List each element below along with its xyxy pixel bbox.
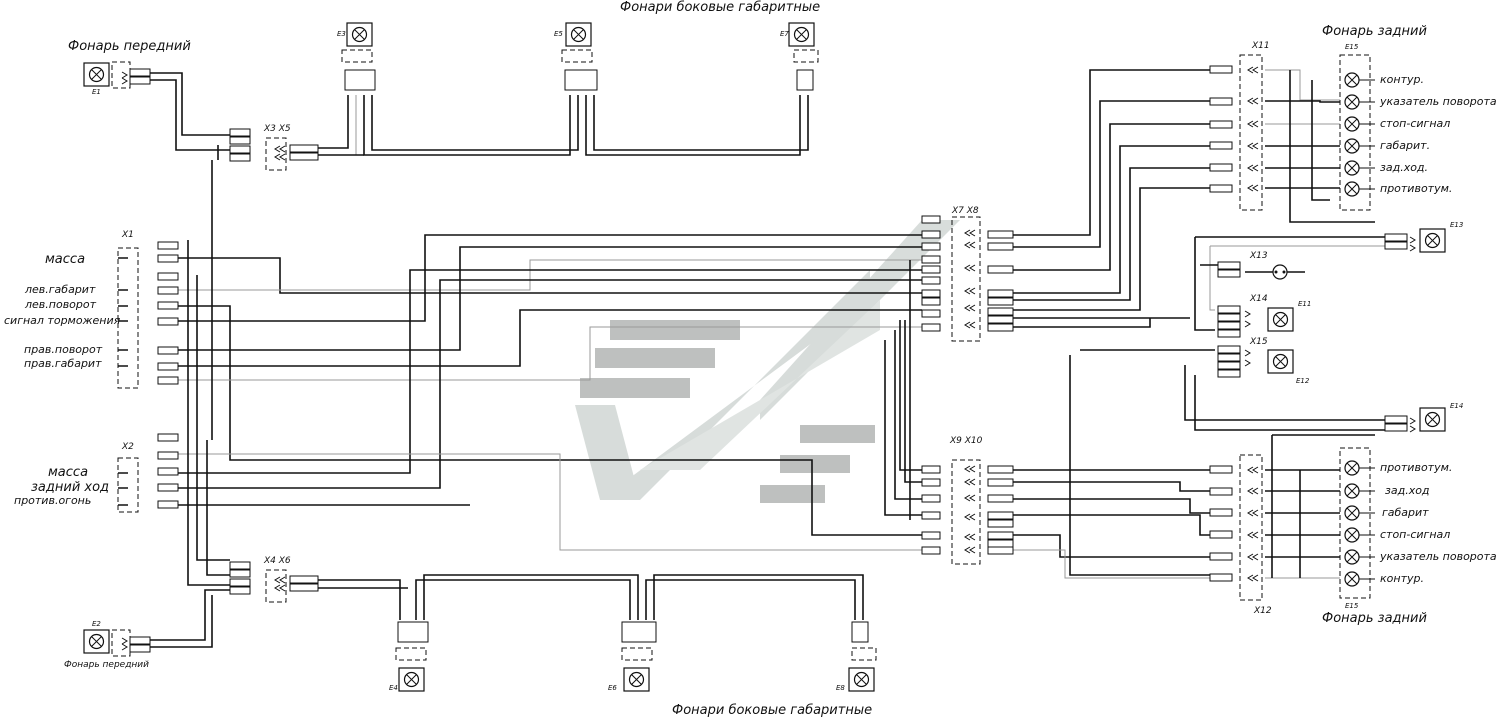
side-lamps-title-top: Фонари боковые габаритные: [620, 0, 821, 15]
connector-x3x5-label: X3 X5: [264, 124, 291, 134]
lamp-e3-icon: [346, 22, 373, 47]
lamp-e2-label: E2: [92, 620, 101, 628]
lamp-e7-icon: [788, 22, 815, 47]
rear-top-func-marker: габарит.: [1380, 139, 1431, 152]
lamp-e1-icon: [83, 62, 110, 87]
x13-bulb-icon: [1272, 264, 1288, 280]
connector-x12-label: X12: [1254, 606, 1272, 616]
rear-lamp-top-bulbs: [1344, 72, 1375, 197]
lamps: [83, 22, 1446, 692]
rear-bottom-func-fog: противотум.: [1380, 461, 1453, 474]
rear-bottom-func-stop: стоп-сигнал: [1380, 528, 1451, 541]
lamp-e12-label: E12: [1296, 377, 1310, 385]
lamp-e1-label: E1: [92, 88, 101, 96]
contact-marks: [118, 66, 1416, 651]
connector-x7x8-label: X7 X8: [952, 206, 979, 216]
rear-top-func-contour: контур.: [1380, 73, 1424, 86]
lamp-e2-icon: [83, 629, 110, 654]
lamp-e7-label: E7: [780, 30, 789, 38]
lamp-e5-icon: [565, 22, 592, 47]
wires: [150, 69, 1385, 648]
x1-signal-brake: сигнал торможения: [4, 314, 121, 327]
rear-top-func-fog: противотум.: [1380, 182, 1453, 195]
lamp-e14-label: E14: [1450, 402, 1464, 410]
x2-signal-fog: против.огонь: [14, 494, 92, 507]
connector-x4x6-label: X4 X6: [264, 556, 291, 566]
lamp-e4-label: E4: [389, 684, 398, 692]
lamp-e6-icon: [623, 667, 650, 692]
rear-top-func-reverse: зад.ход.: [1380, 161, 1429, 174]
rear-lamp-title-bottom: Фонарь задний: [1322, 611, 1427, 626]
connector-housings: [111, 49, 1371, 661]
connector-x2-label: X2: [122, 442, 134, 452]
rear-bottom-func-reverse: зад.ход: [1385, 484, 1430, 497]
rear-bottom-func-contour: контур.: [1380, 572, 1424, 585]
front-lamp-title-top: Фонарь передний: [68, 39, 191, 54]
lamp-e8-label: E8: [836, 684, 845, 692]
rear-top-func-turn: указатель поворота: [1380, 95, 1497, 108]
lamp-e13-icon: [1419, 228, 1446, 253]
rear-lamp-bottom-bulbs: [1344, 460, 1375, 587]
x1-signal-left-marker: лев.габарит: [25, 283, 96, 296]
connector-x15-label: X15: [1250, 337, 1268, 347]
lamp-e14-icon: [1419, 407, 1446, 432]
x1-signal-right-turn: прав.поворот: [24, 343, 103, 356]
rear-bottom-func-marker: габарит: [1382, 506, 1429, 519]
lamp-e8-icon: [848, 667, 875, 692]
lamp-e12-icon: [1267, 349, 1294, 374]
lamp-e5-label: E5: [554, 30, 563, 38]
x1-signal-right-marker: прав.габарит: [24, 357, 102, 370]
lamp-e13-label: E13: [1450, 221, 1464, 229]
connector-x1-label: X1: [122, 230, 134, 240]
connector-x9x10-label: X9 X10: [950, 436, 983, 446]
connector-x11-label: X11: [1252, 41, 1270, 51]
lamp-e11-label: E11: [1298, 300, 1312, 308]
rear-lamp-title-top: Фонарь задний: [1322, 24, 1427, 39]
connector-x13-label: X13: [1250, 251, 1268, 261]
x1-signal-ground: масса: [45, 252, 86, 267]
x1-signal-left-turn: лев.поворот: [25, 298, 97, 311]
connector-x14-label: X14: [1250, 294, 1268, 304]
x2-signal-reverse: задний ход: [31, 480, 110, 495]
lamp-e3-label: E3: [337, 30, 346, 38]
lamp-e6-label: E6: [608, 684, 617, 692]
lamp-e11-icon: [1267, 307, 1294, 332]
rear-top-func-stop: стоп-сигнал: [1380, 117, 1451, 130]
front-lamp-title-bottom: Фонарь передний: [64, 660, 150, 670]
lamp-e4-icon: [398, 667, 425, 692]
rear-bottom-func-turn: указатель поворота: [1380, 550, 1497, 563]
pin-blocks: [129, 65, 1408, 653]
lamp-e15-bottom-label: E15: [1345, 602, 1359, 610]
side-lamps-title-bottom: Фонари боковые габаритные: [672, 703, 873, 718]
x2-signal-ground: масса: [48, 465, 89, 480]
lamp-e15-top-label: E15: [1345, 43, 1359, 51]
